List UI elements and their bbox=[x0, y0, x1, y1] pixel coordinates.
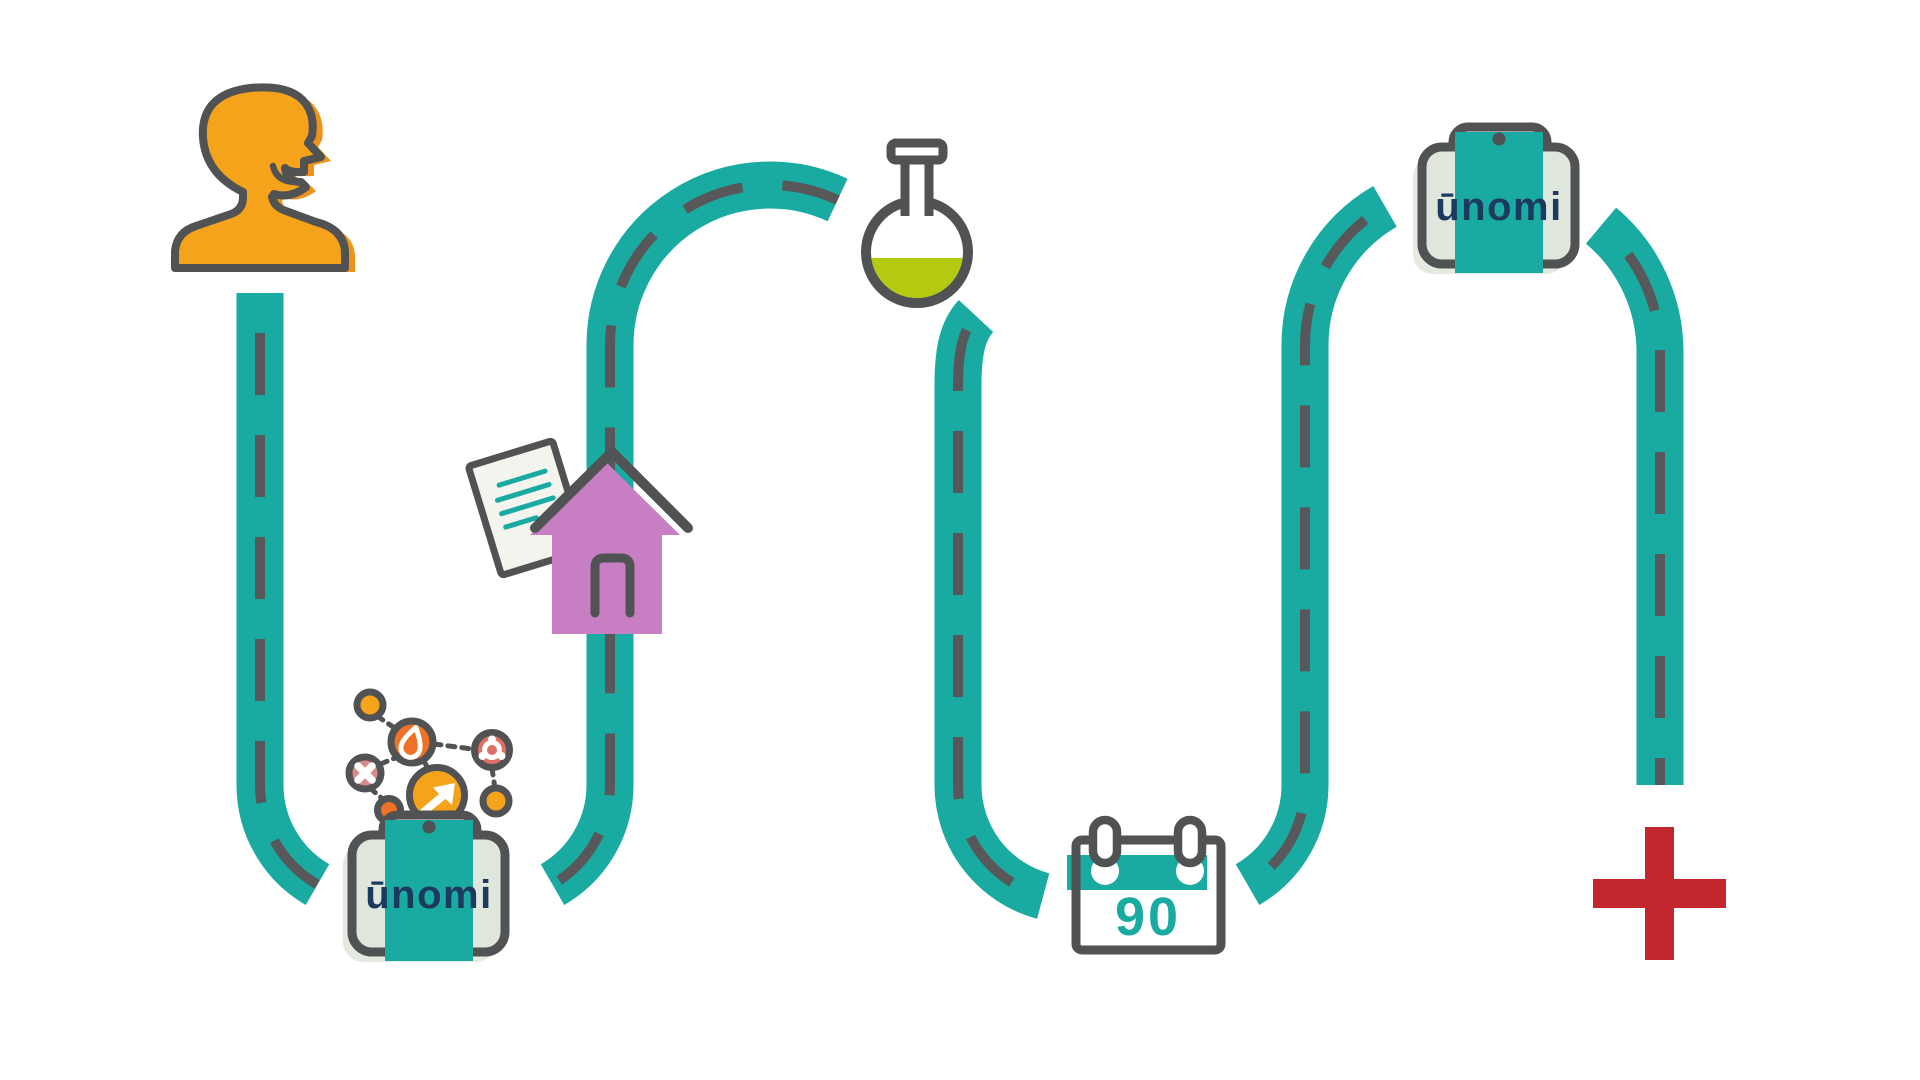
gear-icon bbox=[471, 729, 513, 771]
tablet-unomi-icon: ūnomi bbox=[1413, 122, 1580, 274]
unomi-label: ūnomi bbox=[365, 873, 492, 917]
person-smile bbox=[269, 162, 303, 186]
medical-cross-icon bbox=[1593, 827, 1726, 960]
camera-dot bbox=[1492, 132, 1506, 146]
road-segment-3 bbox=[934, 300, 1051, 919]
camera-dot bbox=[422, 820, 436, 834]
unomi-label: ūnomi bbox=[1435, 185, 1562, 229]
road-segment-1 bbox=[236, 293, 330, 905]
close-x-icon bbox=[345, 753, 385, 793]
road-centerline-3 bbox=[953, 312, 1045, 901]
house-icon bbox=[530, 447, 693, 634]
calendar-label-90: 90 bbox=[1115, 887, 1181, 947]
flask-rim bbox=[886, 138, 948, 165]
house-with-document-icon bbox=[465, 437, 693, 634]
flask-liquid bbox=[871, 258, 963, 298]
calendar-icon: 90 bbox=[1067, 815, 1226, 955]
house-body bbox=[552, 524, 662, 634]
round-flask-icon bbox=[861, 138, 973, 308]
roof-outline bbox=[530, 447, 693, 533]
road-path bbox=[236, 161, 1684, 919]
person-profile-icon bbox=[171, 83, 355, 272]
calendar-ring bbox=[1088, 815, 1122, 868]
road-centerline-5 bbox=[1597, 221, 1665, 785]
road-segment-4 bbox=[1235, 186, 1398, 905]
connector-line bbox=[374, 713, 405, 736]
social-burst bbox=[345, 688, 513, 826]
road-centerline-2 bbox=[549, 180, 840, 889]
door bbox=[590, 553, 635, 618]
road-centerline-1 bbox=[255, 293, 321, 889]
calendar-frame bbox=[1071, 835, 1226, 955]
connector-line bbox=[431, 741, 475, 752]
roof-fill bbox=[530, 462, 680, 535]
droplet-icon bbox=[387, 717, 437, 767]
cross-horizontal-bar bbox=[1593, 879, 1726, 908]
calendar-ring bbox=[1173, 815, 1207, 868]
screen-band bbox=[385, 820, 473, 961]
dot-icon bbox=[353, 688, 387, 722]
flask-neck bbox=[900, 156, 934, 216]
smartphone-unomi-icon: ūnomi bbox=[343, 810, 510, 962]
road-centerline-4 bbox=[1244, 202, 1388, 889]
screen-band bbox=[1455, 132, 1543, 273]
dot-icon bbox=[479, 784, 513, 818]
person-silhouette bbox=[171, 83, 349, 272]
